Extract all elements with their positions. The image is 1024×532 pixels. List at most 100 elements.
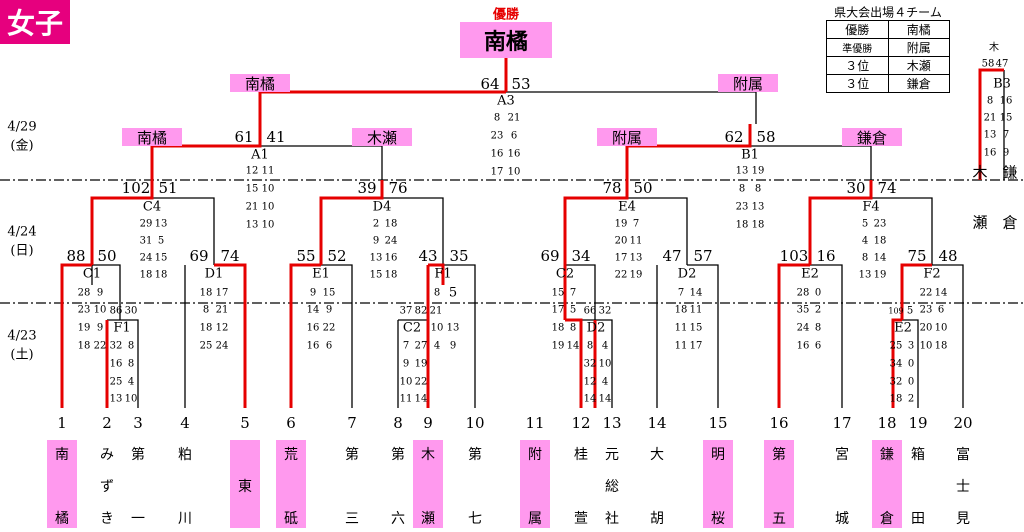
r1-q: 13 [109,393,123,405]
team-name-char: 橘 [55,511,69,527]
team-name-char: 宮 [835,447,849,463]
qf-q: 18 [139,269,153,281]
team-name-char: 萱 [574,511,588,527]
team-name-char: 胡 [650,511,664,527]
r2-q: 7 [569,287,577,299]
seed-number: 9 [423,414,433,432]
team-name-char: 城 [835,511,849,527]
r2-q: 16 [306,322,320,334]
third-team-b2: 倉 [1002,213,1018,232]
r1-q: 10 [598,358,612,370]
r1-q: 9 [402,358,410,370]
r1-q: 4 [127,376,135,388]
third-q: 9 [1002,147,1010,159]
date-0423: 4/23 [7,328,37,344]
r2-q: 28 [796,287,810,299]
r1-q: 16 [109,358,123,370]
r2-q: 16 [796,340,810,352]
semi-label: A1 [251,147,269,163]
qf-q: 18 [384,269,398,281]
r2-q: 11 [689,304,703,316]
team-name-char: 第 [391,447,405,463]
summary-team: 木瀬 [887,56,950,75]
r1-q: 14 [598,393,612,405]
third-place-score: 58 [981,58,995,70]
team-name-char: 一 [131,511,145,527]
qf-q: 19 [629,269,643,281]
final-label: A3 [497,93,515,109]
r2-label: C2 [555,266,575,282]
r1-q: 32 [583,358,597,370]
seed-number: 14 [647,414,667,432]
r2-q: 28 [77,287,91,299]
seed-number: 15 [708,414,728,432]
team-name-box: 宮城 [827,440,857,528]
r2-q: 5 [569,304,577,316]
qf-q: 5 [861,218,869,230]
r2-q: 4 [433,340,441,352]
r2-q: 8 [202,304,210,316]
team-name-char: 箱 [911,447,925,463]
team-name-char: 第 [772,447,786,463]
r1-q: 25 [889,340,903,352]
semi-left-team-box: 木瀬 [352,128,412,147]
date-0429: 4/29 [7,119,37,135]
final-q: 23 [490,130,504,142]
qf-q: 4 [861,235,869,247]
r1-q: 27 [414,340,428,352]
r2-q: 0 [814,287,822,299]
r2-right-score: 35 [449,247,469,265]
r2-q: 19 [551,340,565,352]
seed-number: 12 [571,414,591,432]
team-name-char: み [100,447,114,463]
team-name-box: 箱田 [903,440,933,528]
team-name-box: 鎌倉 [872,440,902,528]
third-q: 13 [983,129,997,141]
r2-q: 6 [814,340,822,352]
r1-q: 14 [414,393,428,405]
team-name-char: 五 [772,511,786,527]
qf-q: 2 [372,218,380,230]
r2-q: 9 [309,287,317,299]
qf-q: 8 [861,252,869,264]
team-name-char: 桜 [711,511,725,527]
r2-q: 9 [449,340,457,352]
team-name-char: 桂 [574,447,588,463]
r1-q: 34 [889,358,903,370]
qf-q: 13 [629,252,643,264]
final-q: 17 [490,166,504,178]
team-name-char: 鎌 [880,447,894,463]
qf-q: 17 [614,252,628,264]
summary-team: 南橘 [887,20,950,39]
team-name-char: 田 [911,511,925,527]
final-q: 16 [507,148,521,160]
summary-title: 県大会出場４チーム [834,5,942,20]
third-place-label: B3 [993,76,1011,92]
champion-caption: 優勝 [492,7,520,23]
team-name-box: 第一 [123,440,153,528]
r2-left-score: 43 [418,247,438,265]
semi-q: 10 [261,201,275,213]
seed-number: 7 [347,414,357,432]
third-q: 15 [999,112,1013,124]
team-name-char: 明 [711,447,725,463]
r2-label: E1 [312,266,330,282]
third-team-b: 鎌 [1002,163,1018,182]
weekday-0423: (土) [10,347,34,363]
qf-label: E4 [618,199,636,215]
r1-q: 32 [109,340,123,352]
r2-left-score: 88 [66,247,86,265]
semi-right-score: 41 [266,128,286,146]
r2-q: 17 [689,340,703,352]
semi-q: 13 [751,201,765,213]
semi-left-team-b: 木瀬 [366,128,397,147]
r1-q: 4 [601,340,609,352]
qf-q: 16 [384,252,398,264]
semi-left-team-box: 南橘 [122,128,182,147]
r1-left-score: 82 [414,305,428,317]
r2-q: 18 [77,340,91,352]
r2-q: 22 [322,322,336,334]
r1-left-score: 86 [109,305,123,317]
semi-right-team-b: 鎌倉 [856,128,887,147]
qf-q: 31 [139,235,153,247]
